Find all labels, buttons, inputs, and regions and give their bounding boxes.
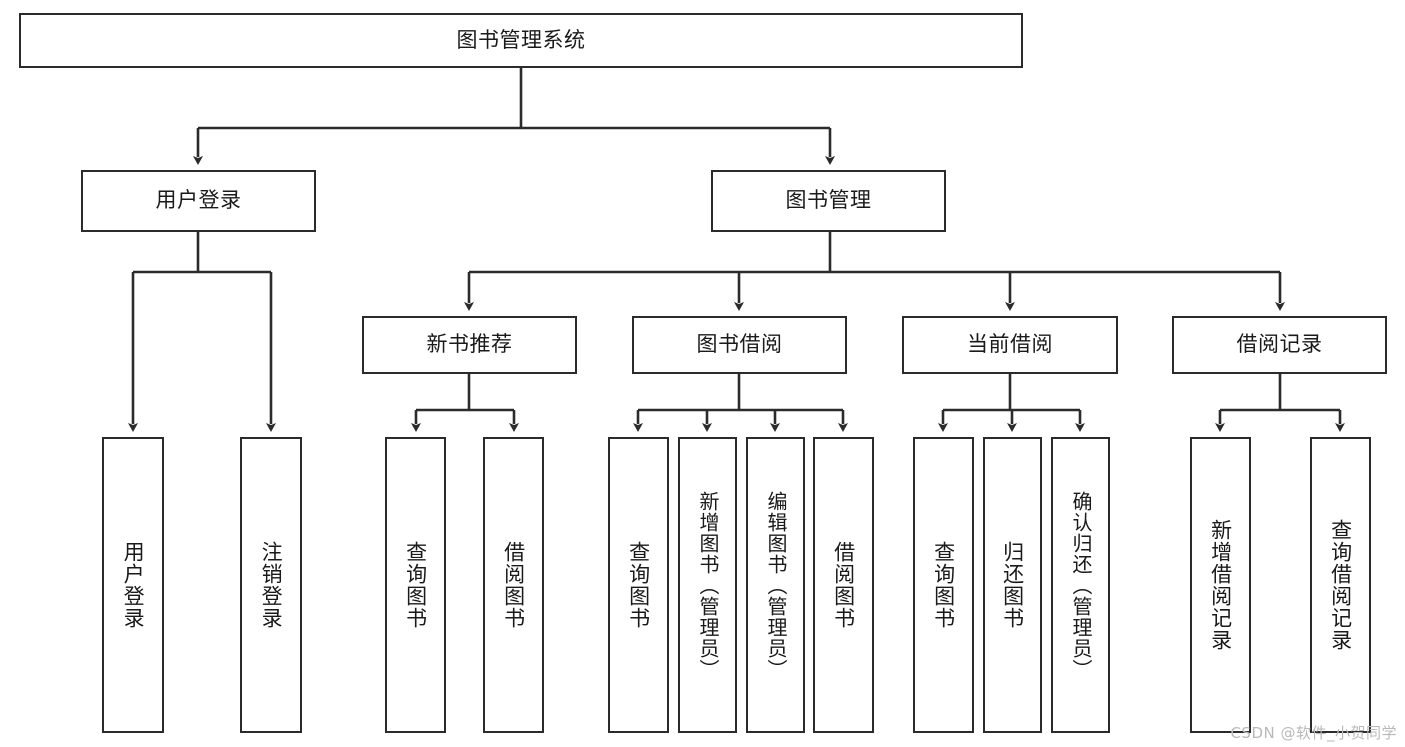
leaf-query-book-current[interactable]: 查询图书 xyxy=(913,437,974,733)
node-borrow-record[interactable]: 借阅记录 xyxy=(1172,316,1387,374)
node-book-management[interactable]: 图书管理 xyxy=(711,170,946,232)
leaf-query-borrow-record[interactable]: 查询借阅记录 xyxy=(1310,437,1371,733)
leaf-confirm-return-admin[interactable]: 确认归还（管理员） xyxy=(1051,437,1110,733)
leaf-return-book[interactable]: 归还图书 xyxy=(983,437,1042,733)
leaf-query-book-borrow[interactable]: 查询图书 xyxy=(608,437,669,733)
leaf-borrow-book-recommend[interactable]: 借阅图书 xyxy=(483,437,544,733)
node-root[interactable]: 图书管理系统 xyxy=(19,13,1023,68)
node-book-borrow[interactable]: 图书借阅 xyxy=(632,316,847,374)
leaf-edit-book-admin[interactable]: 编辑图书（管理员） xyxy=(746,437,805,733)
csdn-watermark: CSDN @软件_小贺同学 xyxy=(1230,724,1397,742)
leaf-query-book-recommend[interactable]: 查询图书 xyxy=(385,437,446,733)
leaf-lend-book[interactable]: 借阅图书 xyxy=(813,437,874,733)
leaf-add-borrow-record[interactable]: 新增借阅记录 xyxy=(1190,437,1251,733)
leaf-logout-login[interactable]: 注销登录 xyxy=(240,437,302,733)
node-new-book-recommend[interactable]: 新书推荐 xyxy=(362,316,577,374)
node-current-borrow[interactable]: 当前借阅 xyxy=(902,316,1118,374)
leaf-add-book-admin[interactable]: 新增图书（管理员） xyxy=(678,437,737,733)
node-user-login[interactable]: 用户登录 xyxy=(81,170,316,232)
leaf-user-login[interactable]: 用户登录 xyxy=(102,437,164,733)
